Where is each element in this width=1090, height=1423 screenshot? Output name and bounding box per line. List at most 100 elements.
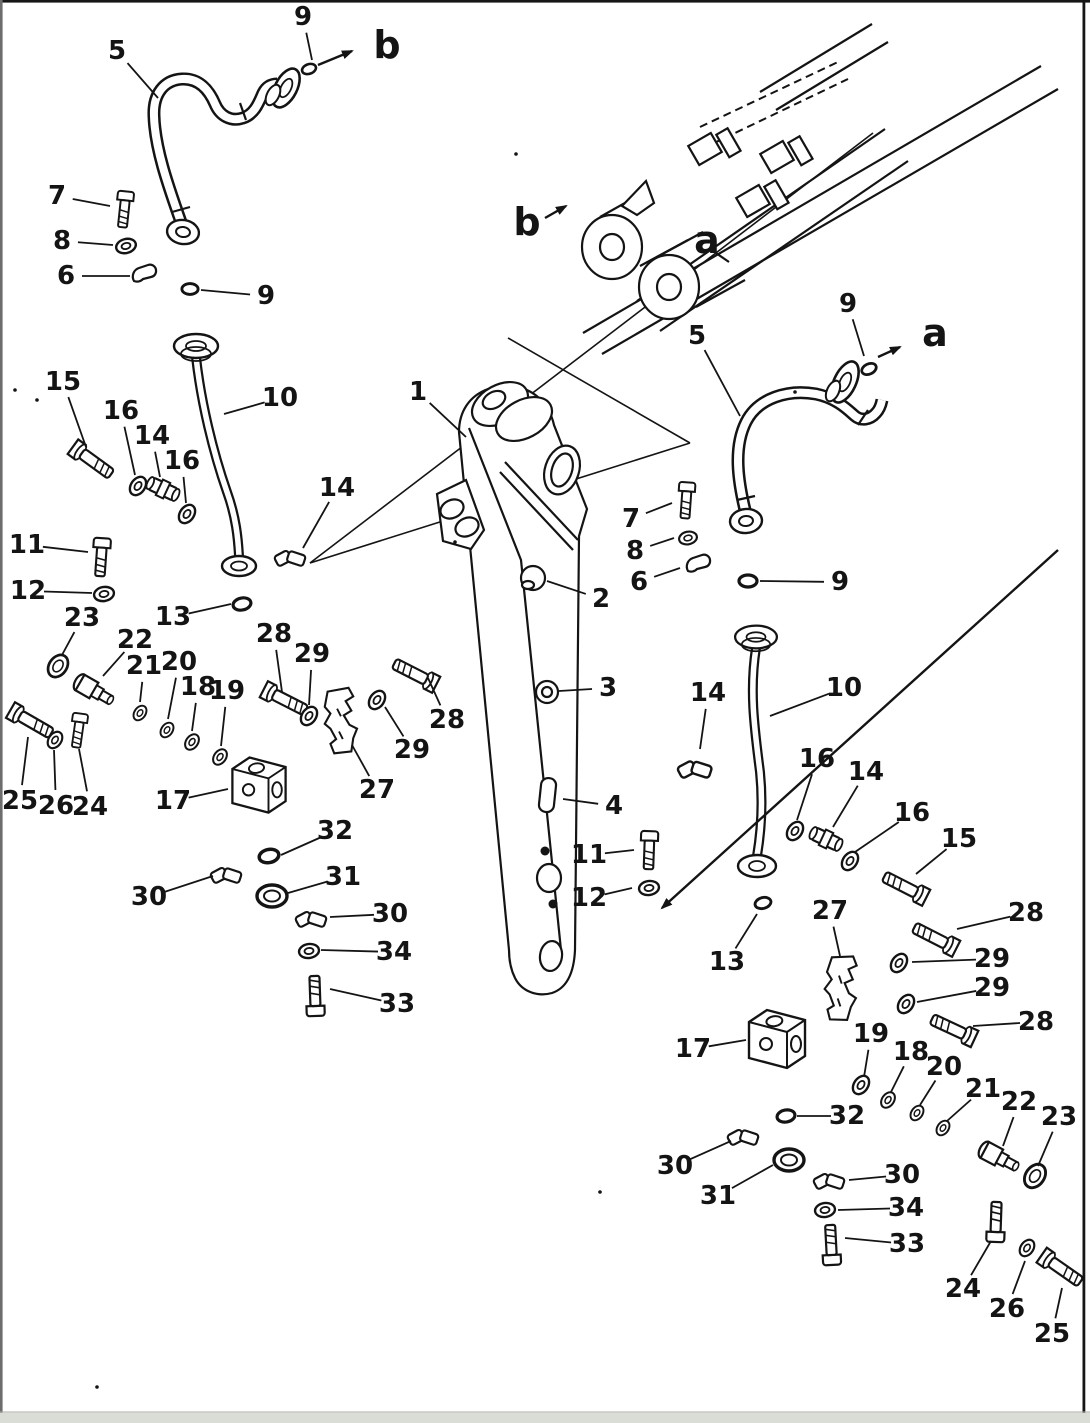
callout-9: 9 [839, 289, 857, 319]
callout-leader-18 [191, 702, 197, 732]
callout-29: 29 [974, 973, 1010, 1003]
callout-leader-28 [956, 915, 1011, 930]
callout-24: 24 [945, 1274, 981, 1304]
callout-32: 32 [317, 816, 353, 846]
part-31-grommet [772, 1147, 806, 1173]
part-23-ring [42, 649, 74, 683]
boom-pipe-clamps [686, 126, 815, 219]
view-cone-lines [309, 132, 874, 564]
callout-34: 34 [376, 937, 412, 967]
callout-16: 16 [103, 396, 139, 426]
part-32-ring [256, 845, 282, 867]
part-7-bolt [675, 480, 697, 520]
view-letter-b: b [373, 23, 400, 67]
callout-leader-19 [863, 1049, 870, 1078]
callout-leader-14 [154, 451, 161, 478]
callout-15: 15 [941, 824, 977, 854]
part-27-bracket [323, 686, 359, 755]
border-left [0, 0, 3, 1423]
callout-leader-23 [61, 631, 76, 656]
callout-leader-29 [911, 958, 977, 963]
part-14-elbow [272, 548, 308, 568]
callout-27: 27 [812, 896, 848, 926]
callout-16: 16 [164, 446, 200, 476]
callout-14: 14 [690, 678, 726, 708]
callout-leader-11 [42, 545, 89, 553]
callout-leader-27 [351, 744, 371, 777]
callout-leader-4 [562, 798, 599, 805]
callout-22: 22 [117, 625, 153, 655]
part-7-bolt [113, 189, 136, 230]
callout-13: 13 [155, 602, 191, 632]
callout-leader-34 [320, 949, 379, 953]
callout-25: 25 [2, 786, 38, 816]
callout-10: 10 [262, 383, 298, 413]
callout-26: 26 [38, 791, 74, 821]
callout-30: 30 [657, 1151, 693, 1181]
callout-leader-29 [916, 990, 977, 1003]
callout-leader-22 [102, 651, 126, 677]
callout-leader-9 [305, 32, 313, 61]
callout-29: 29 [394, 735, 430, 765]
callout-11: 11 [9, 530, 45, 560]
part-33-bolt [820, 1223, 843, 1267]
callout-7: 7 [48, 181, 66, 211]
callout-leader-13 [188, 603, 232, 615]
part-22-fitting [975, 1138, 1024, 1177]
callout-32: 32 [829, 1101, 865, 1131]
view-letter-a: a [922, 311, 948, 355]
part-8-washer [676, 528, 700, 548]
part-25-bolt [4, 701, 57, 743]
callout-27: 27 [359, 775, 395, 805]
callout-leader-14 [302, 501, 330, 549]
callout-leader-29 [384, 706, 405, 737]
callout-leader-25 [21, 736, 29, 786]
callout-leader-17 [708, 1039, 747, 1048]
callout-24: 24 [72, 792, 108, 822]
callout-leader-32 [280, 836, 321, 856]
part-34-washer [296, 941, 322, 961]
callout-leader-30 [689, 1140, 732, 1161]
callout-leader-2 [546, 580, 587, 595]
callout-18: 18 [180, 672, 216, 702]
part-24-bolt [67, 711, 90, 750]
callout-leader-10 [769, 692, 830, 717]
part-9-oring [299, 60, 319, 78]
callout-14: 14 [848, 757, 884, 787]
callout-20: 20 [161, 647, 197, 677]
callout-6: 6 [630, 567, 648, 597]
view-letter-a: a [694, 218, 720, 262]
callout-leader-14 [832, 785, 859, 828]
callout-9: 9 [257, 281, 275, 311]
callout-leader-5 [126, 62, 159, 99]
callout-23: 23 [1041, 1102, 1077, 1132]
view-arrow-1 [544, 204, 568, 220]
callout-leader-27 [832, 926, 841, 957]
callout-leader-28 [275, 649, 283, 693]
callout-leader-21 [946, 1098, 972, 1122]
callout-leader-7 [72, 198, 111, 207]
callout-25: 25 [1034, 1319, 1070, 1349]
callout-leader-13 [734, 913, 758, 949]
callout-leader-33 [844, 1237, 892, 1244]
callout-9: 9 [294, 2, 312, 32]
callout-leader-30 [329, 913, 375, 918]
part-29-washer [893, 990, 919, 1018]
part-9-oring [180, 282, 200, 296]
callout-leader-16 [796, 773, 813, 821]
view-arrow-2 [877, 345, 902, 359]
part-10-tube-right [733, 624, 779, 879]
callout-5: 5 [688, 321, 706, 351]
part-16-washer [837, 847, 863, 875]
part-18-washer [181, 730, 203, 754]
hose-end-fitting [164, 216, 202, 248]
callout-leader-33 [329, 988, 382, 1002]
callout-leader-31 [287, 880, 328, 894]
part-20-washer [156, 719, 178, 741]
view-letter-b: b [513, 200, 540, 244]
callout-17: 17 [675, 1034, 711, 1064]
callout-31: 31 [700, 1181, 736, 1211]
scan-specks [13, 152, 797, 1389]
callout-28: 28 [256, 619, 292, 649]
